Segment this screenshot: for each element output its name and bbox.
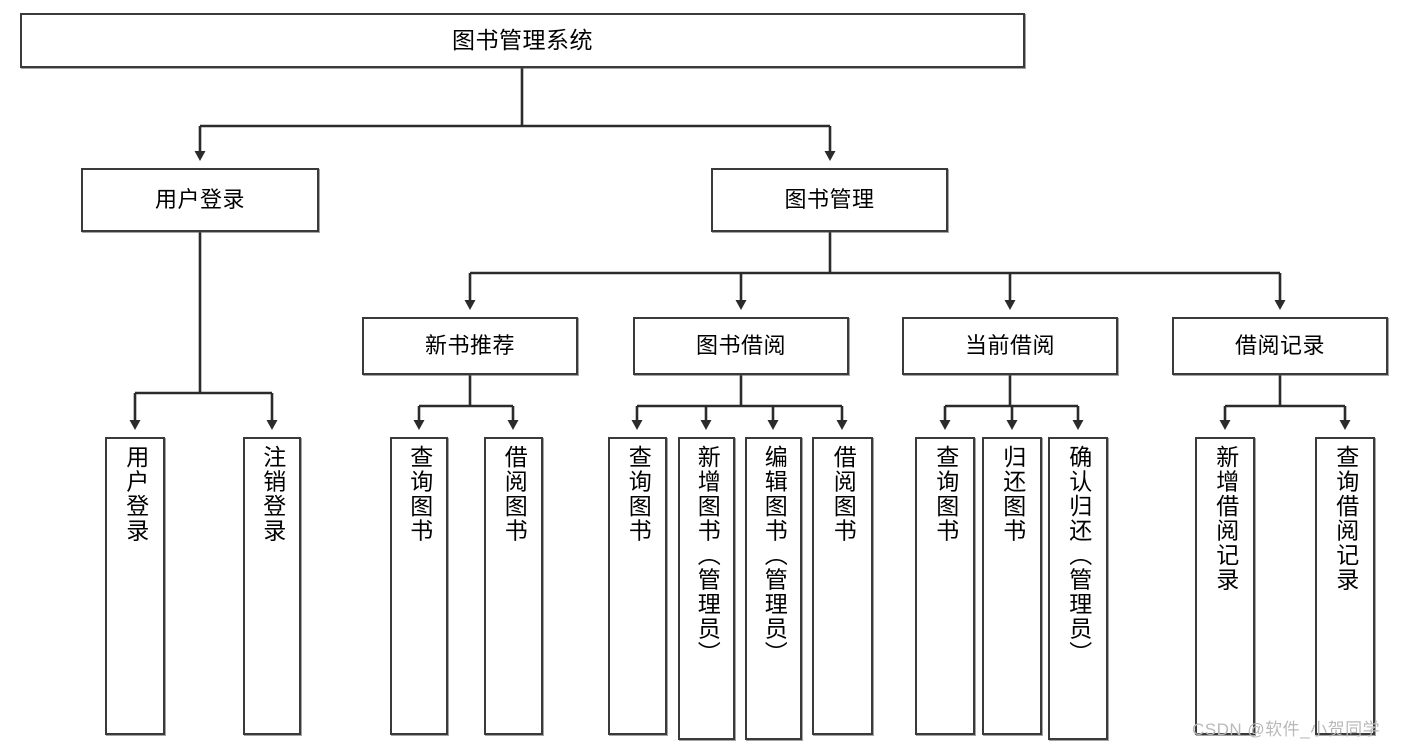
- node-root[interactable]: 图书管理系统: [20, 13, 1025, 68]
- node-leaf-cb-query-book[interactable]: 查询图书: [915, 437, 975, 735]
- node-leaf-bb-query-book[interactable]: 查询图书: [608, 437, 667, 735]
- node-new-book-rec[interactable]: 新书推荐: [362, 317, 578, 375]
- node-leaf-cb-confirm-return[interactable]: 确认归还（管理员）: [1048, 437, 1108, 740]
- node-leaf-rec-query-book-label: 查询图书: [406, 445, 433, 543]
- node-borrow-record[interactable]: 借阅记录: [1172, 317, 1388, 375]
- node-leaf-user-logout[interactable]: 注销登录: [243, 437, 301, 735]
- node-root-label: 图书管理系统: [452, 26, 593, 53]
- node-book-manage[interactable]: 图书管理: [711, 168, 948, 232]
- node-leaf-cb-confirm-return-label: 确认归还（管理员）: [1065, 445, 1092, 666]
- node-leaf-cb-return-book-label: 归还图书: [999, 445, 1026, 543]
- node-leaf-bb-query-book-label: 查询图书: [625, 445, 652, 543]
- node-book-borrow[interactable]: 图书借阅: [633, 317, 849, 375]
- node-leaf-br-add-record-label: 新增借阅记录: [1212, 445, 1239, 592]
- node-user-login-label: 用户登录: [154, 187, 245, 213]
- node-leaf-br-add-record[interactable]: 新增借阅记录: [1195, 437, 1255, 735]
- node-leaf-bb-add-book-label: 新增图书（管理员）: [694, 445, 721, 666]
- node-leaf-br-query-record-label: 查询借阅记录: [1332, 445, 1359, 592]
- node-leaf-br-query-record[interactable]: 查询借阅记录: [1315, 437, 1375, 735]
- node-leaf-cb-return-book[interactable]: 归还图书: [982, 437, 1042, 735]
- node-leaf-rec-borrow-book-label: 借阅图书: [501, 445, 528, 543]
- node-leaf-rec-borrow-book[interactable]: 借阅图书: [484, 437, 543, 735]
- csdn-watermark: CSDN @软件_小贺同学: [1192, 720, 1381, 739]
- node-leaf-user-logout-label: 注销登录: [259, 445, 286, 543]
- node-leaf-cb-query-book-label: 查询图书: [932, 445, 959, 543]
- node-book-borrow-label: 图书借阅: [695, 333, 786, 359]
- node-leaf-bb-borrow-book[interactable]: 借阅图书: [812, 437, 873, 735]
- node-book-manage-label: 图书管理: [784, 187, 875, 213]
- node-leaf-user-login[interactable]: 用户登录: [105, 437, 165, 735]
- node-user-login[interactable]: 用户登录: [81, 168, 319, 232]
- node-leaf-bb-borrow-book-label: 借阅图书: [830, 445, 857, 543]
- node-borrow-record-label: 借阅记录: [1234, 333, 1325, 359]
- node-leaf-user-login-label: 用户登录: [122, 445, 149, 543]
- node-current-borrow[interactable]: 当前借阅: [902, 317, 1118, 375]
- node-leaf-bb-edit-book-label: 编辑图书（管理员）: [761, 445, 788, 666]
- node-leaf-bb-add-book[interactable]: 新增图书（管理员）: [678, 437, 735, 740]
- node-new-book-rec-label: 新书推荐: [424, 333, 515, 359]
- node-leaf-bb-edit-book[interactable]: 编辑图书（管理员）: [745, 437, 802, 740]
- node-leaf-rec-query-book[interactable]: 查询图书: [390, 437, 448, 735]
- node-current-borrow-label: 当前借阅: [964, 333, 1055, 359]
